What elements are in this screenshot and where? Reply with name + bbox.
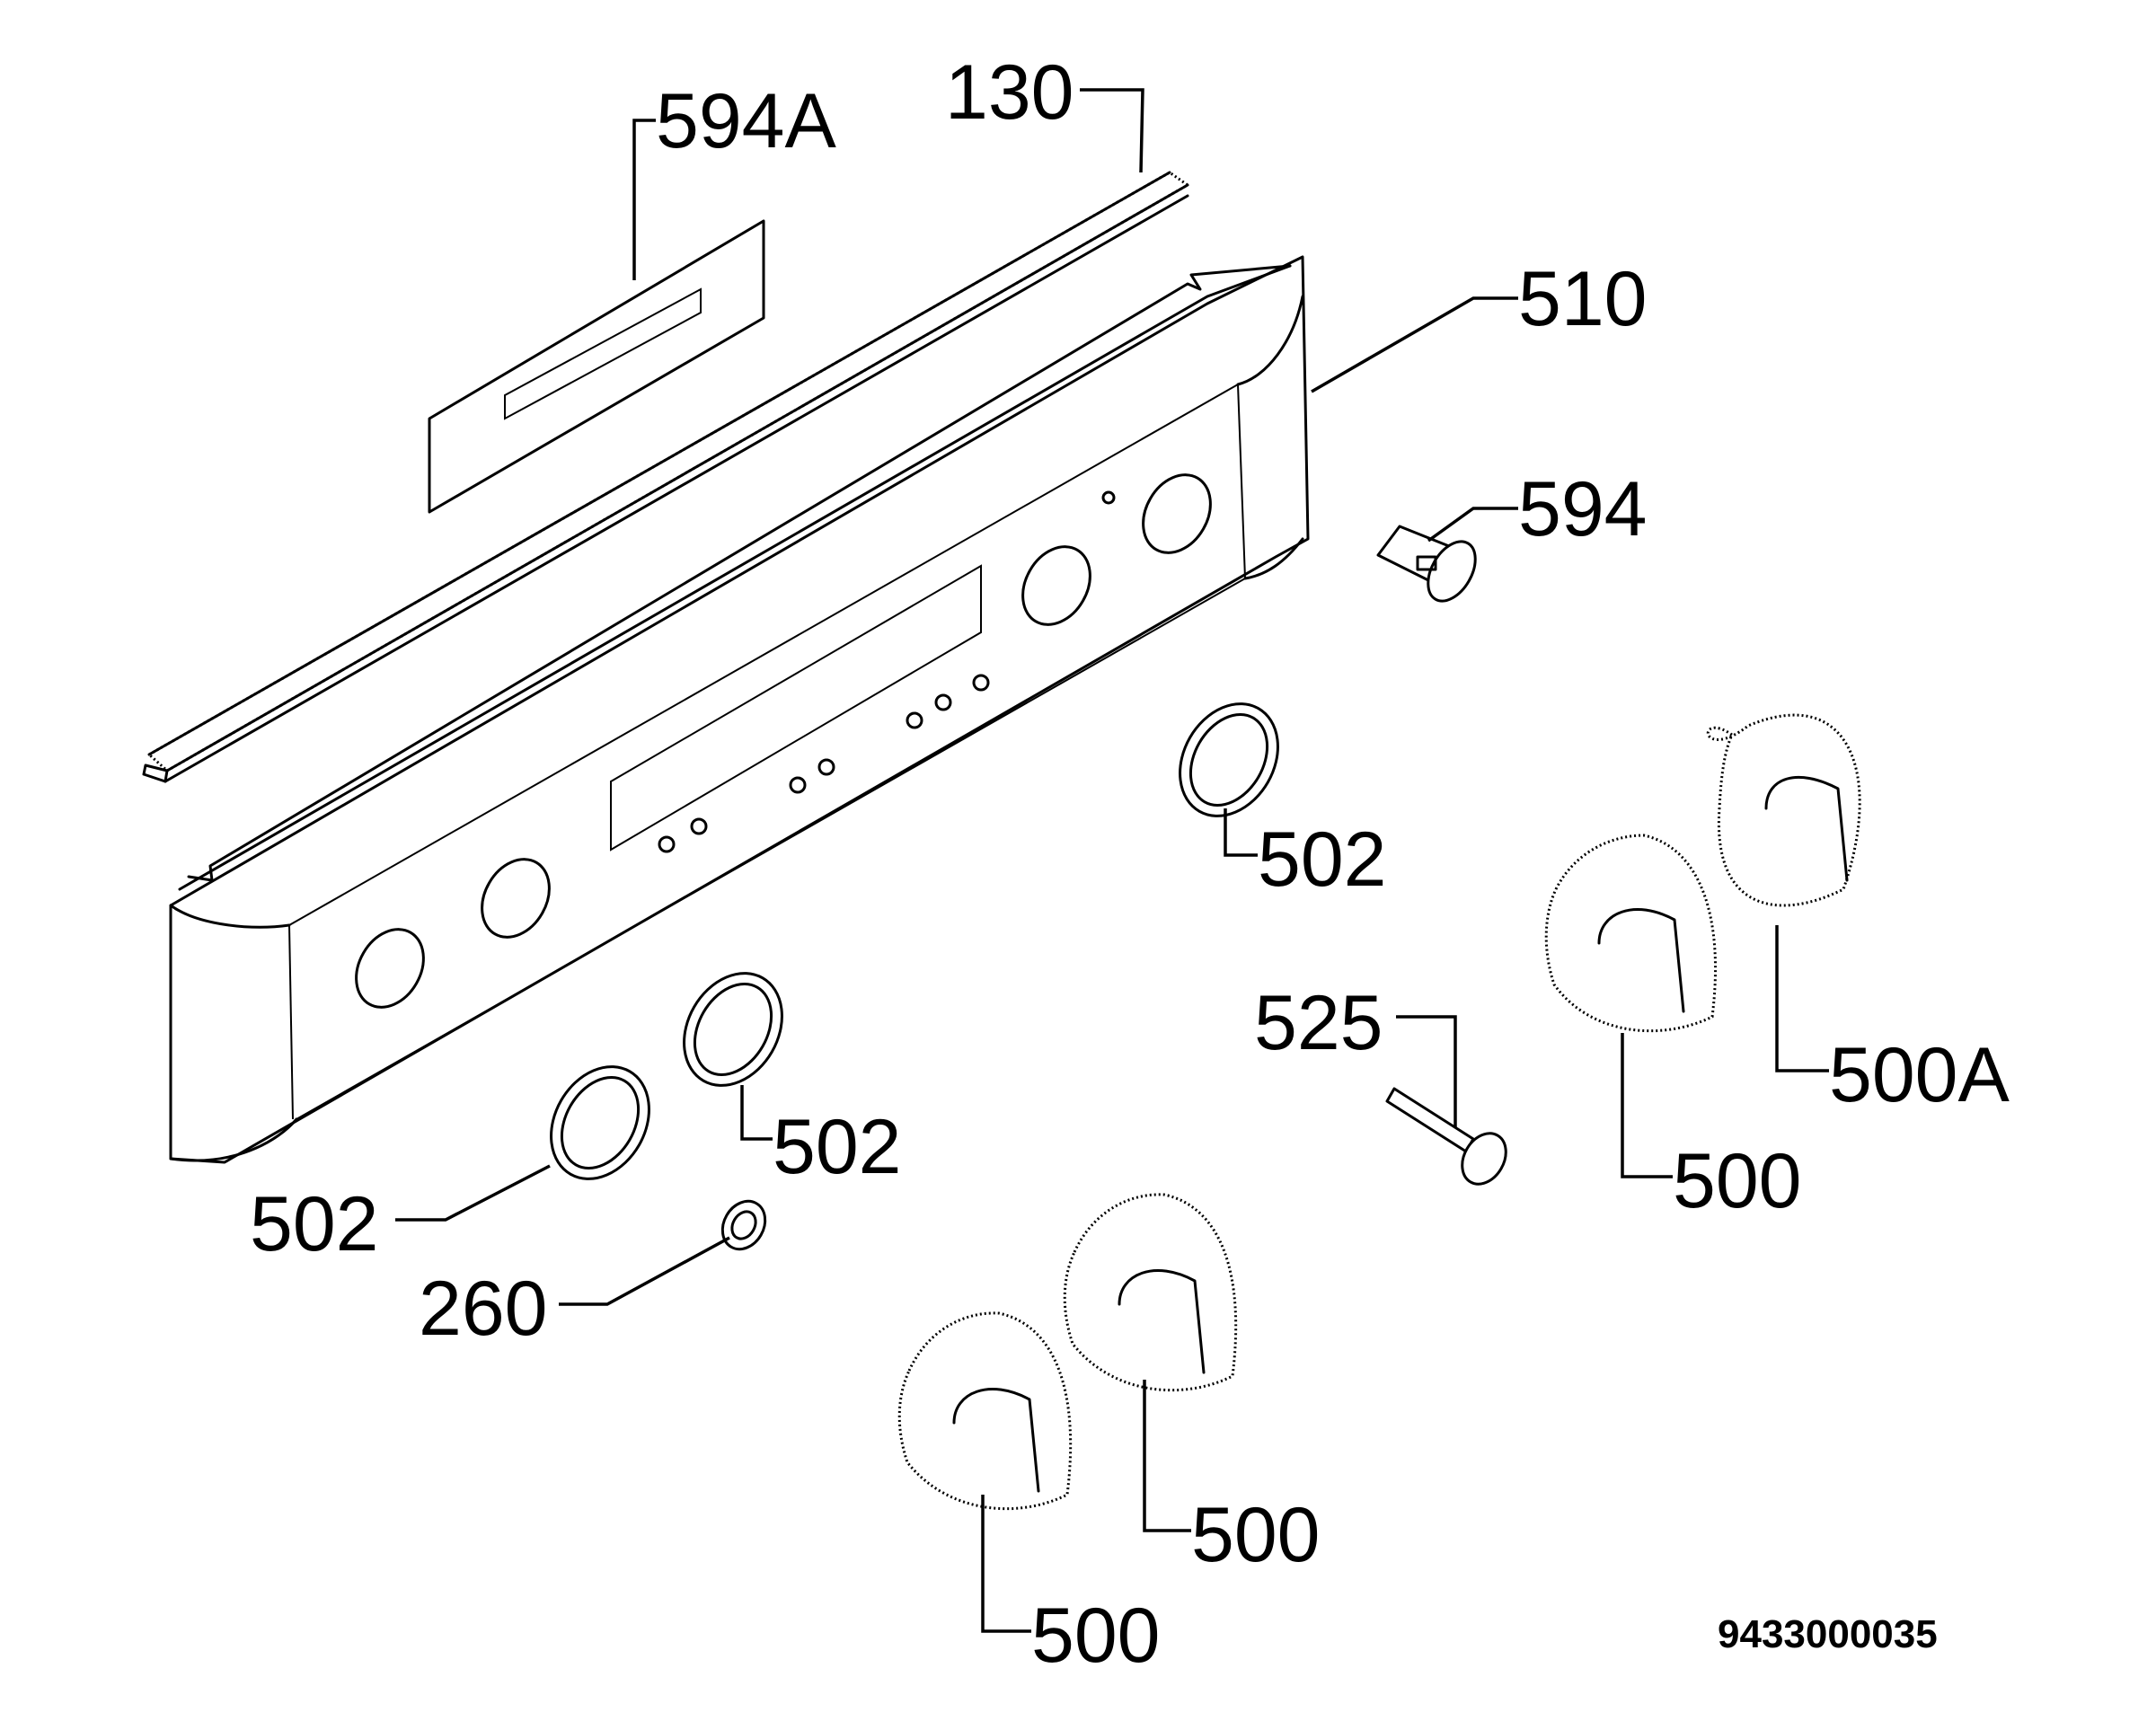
bezel-502-left <box>550 1065 650 1180</box>
part-label-594: 594 <box>1518 466 1648 552</box>
part-label-260: 260 <box>419 1266 548 1352</box>
part-594 <box>1376 525 1477 603</box>
knob-500A <box>1706 713 1861 907</box>
part-label-502-left: 502 <box>250 1181 379 1267</box>
part-label-500-right: 500 <box>1673 1138 1802 1224</box>
part-label-502-mid: 502 <box>1258 816 1387 903</box>
part-label-525: 525 <box>1254 980 1383 1066</box>
bezel-502-mid <box>1179 702 1279 817</box>
seal-strip-130 <box>142 171 1190 783</box>
part-label-510: 510 <box>1518 256 1648 342</box>
part-label-594A: 594A <box>656 78 836 164</box>
knob-500-upper <box>1063 1193 1238 1392</box>
diagram-code: 9433000035 <box>1718 1612 1938 1656</box>
spring-260 <box>720 1199 767 1251</box>
part-label-130: 130 <box>945 49 1074 136</box>
knob-500-right <box>1544 834 1718 1033</box>
display-panel-594A <box>428 219 765 514</box>
shaft-525 <box>1385 1087 1507 1186</box>
bezel-502-center <box>683 972 783 1087</box>
part-label-502-center: 502 <box>773 1104 902 1190</box>
part-label-500A: 500A <box>1829 1032 2010 1118</box>
knob-500-lower <box>897 1311 1073 1511</box>
leader-lines <box>395 88 1829 1633</box>
part-label-500-upper: 500 <box>1191 1492 1321 1578</box>
control-panel-510 <box>169 255 1310 1164</box>
part-label-500-lower: 500 <box>1031 1593 1161 1679</box>
